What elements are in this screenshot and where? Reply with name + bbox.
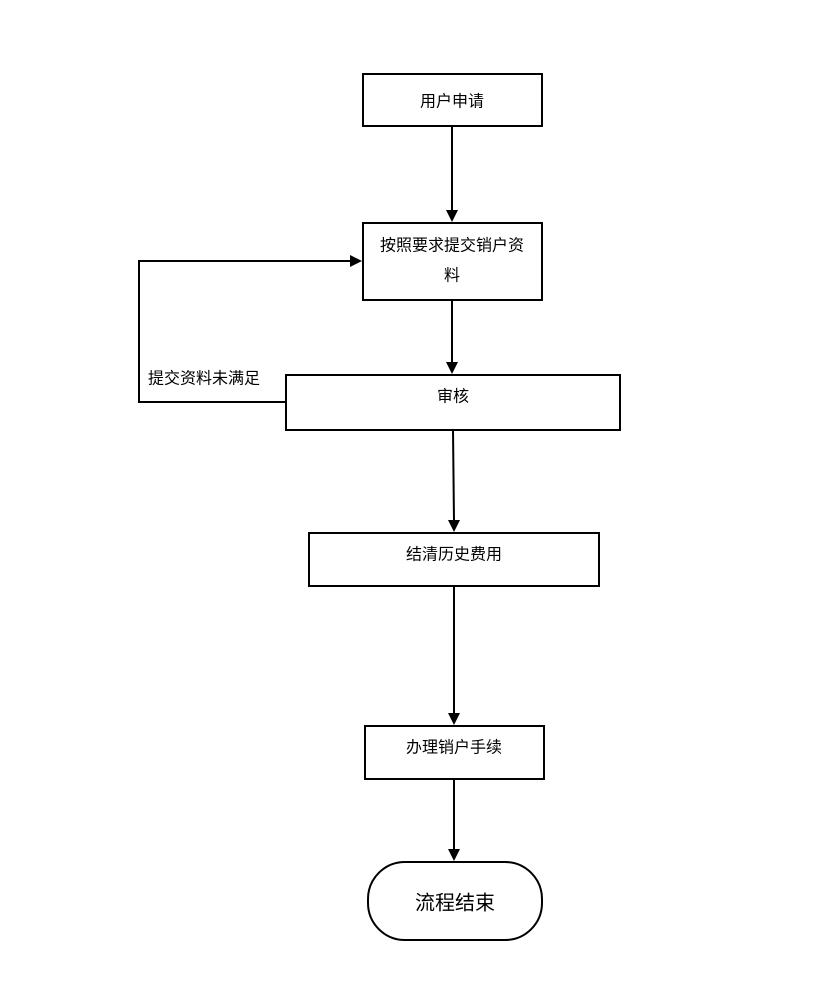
node-submit-label-line1: 按照要求提交销户资 xyxy=(380,236,524,255)
node-apply xyxy=(362,73,543,127)
arrowhead-end xyxy=(448,849,460,861)
node-review-label: 审核 xyxy=(437,387,469,406)
arrowhead-review xyxy=(446,362,458,374)
node-process-closure xyxy=(364,725,545,780)
loop-back-connector xyxy=(138,260,352,403)
node-submit-label-line2: 料 xyxy=(444,266,460,285)
node-end xyxy=(367,861,543,941)
arrowhead-settle xyxy=(448,520,460,532)
arrowhead-submit xyxy=(446,210,458,222)
node-settle-fees xyxy=(308,532,600,587)
node-end-label: 流程结束 xyxy=(415,891,495,915)
arrow-review-to-settle xyxy=(452,429,455,523)
loop-back-label: 提交资料未满足 xyxy=(148,369,260,388)
arrowhead-process xyxy=(448,713,460,725)
node-process-label: 办理销户手续 xyxy=(406,738,502,757)
node-settle-label: 结清历史费用 xyxy=(406,545,502,564)
node-review xyxy=(285,374,621,431)
node-apply-label: 用户申请 xyxy=(420,92,484,111)
arrowhead-loop-back xyxy=(350,255,362,267)
node-submit-documents xyxy=(362,222,543,301)
